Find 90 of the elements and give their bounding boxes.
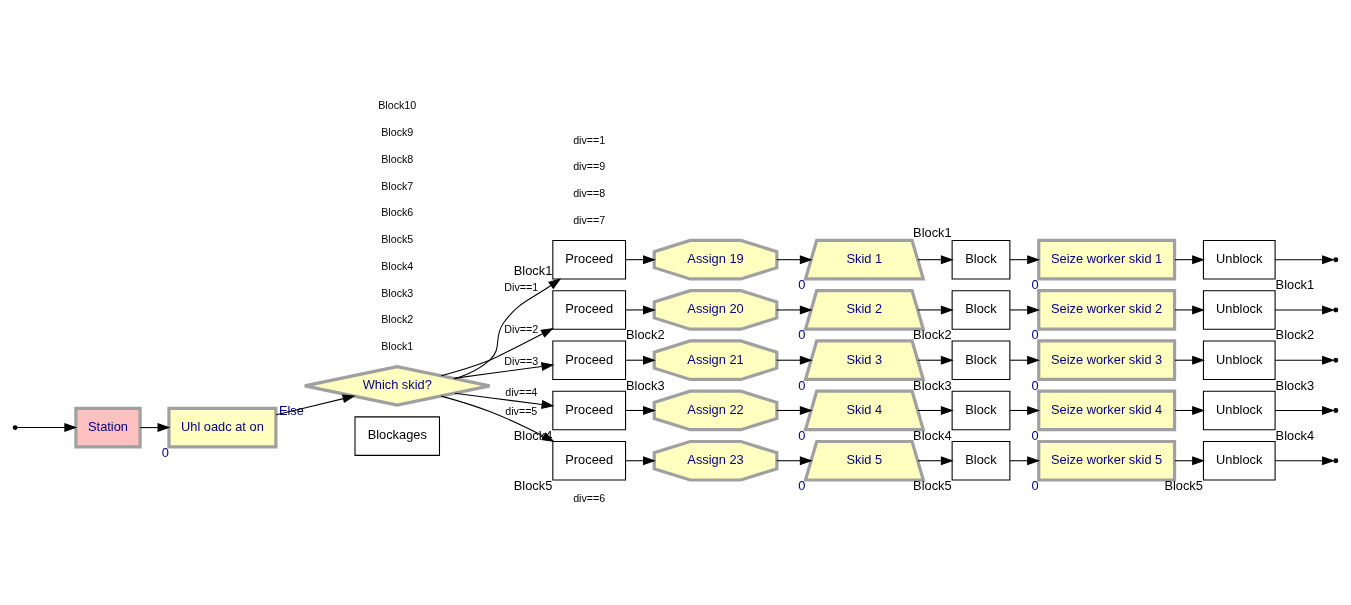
- node-label: 0: [1031, 477, 1039, 493]
- node-box: Unblock: [1202, 339, 1276, 380]
- node-box: Proceed: [552, 239, 627, 279]
- node-box: Block: [951, 289, 1011, 330]
- arrow: [1274, 254, 1335, 264]
- label: Block6: [381, 205, 414, 218]
- label: Block8: [381, 152, 414, 165]
- arrow: [454, 277, 562, 379]
- node-box: Block: [951, 390, 1011, 430]
- arrow: [917, 355, 954, 365]
- label: Block7: [381, 179, 414, 192]
- label: div==1: [573, 133, 606, 146]
- node-box: Unblock: [1202, 440, 1276, 481]
- label: Block5: [381, 232, 414, 245]
- node-box: Proceed: [552, 339, 627, 380]
- node-label: 0: [1031, 427, 1039, 443]
- node-box: Station: [74, 406, 142, 448]
- node-label: Block5: [513, 477, 553, 493]
- node-label: Block1: [513, 262, 553, 278]
- edge-label: Div==1: [504, 280, 539, 293]
- arrow: [776, 254, 813, 264]
- arrow: [776, 405, 813, 415]
- arrow: [917, 405, 954, 415]
- node-box: Seize worker skid 3: [1037, 338, 1177, 381]
- arrow: [1274, 355, 1335, 365]
- node-label: 0: [798, 326, 806, 342]
- arrow: [776, 355, 813, 365]
- node-box: Block: [951, 239, 1011, 279]
- node-box: Unblock: [1202, 390, 1276, 430]
- arrow: [776, 304, 813, 314]
- node-label: 0: [1031, 276, 1039, 292]
- label: Block9: [381, 125, 414, 138]
- node-label: 0: [798, 276, 806, 292]
- node-box: Block: [951, 339, 1011, 380]
- node-label: 0: [161, 444, 169, 460]
- edge-label: div==4: [505, 385, 538, 397]
- node-box: Seize worker skid 2: [1037, 288, 1177, 331]
- arrow: [1174, 304, 1205, 314]
- node-label: 0: [1031, 377, 1039, 393]
- node-box: Seize worker skid 1: [1037, 238, 1177, 281]
- label: Block1: [381, 339, 414, 352]
- arrow: [917, 455, 954, 465]
- node-label: 0: [798, 477, 806, 493]
- node-box: Proceed: [552, 289, 627, 330]
- node-box: Seize worker skid 4: [1037, 389, 1177, 431]
- edge-label: div==5: [505, 404, 538, 417]
- node-label: 0: [798, 377, 806, 393]
- node-label: 0: [1031, 326, 1039, 342]
- label: Block4: [381, 259, 414, 272]
- node-box: Unblock: [1202, 289, 1276, 330]
- arrow: [1009, 405, 1040, 415]
- node-box: Proceed: [552, 390, 627, 430]
- label: div==8: [573, 186, 606, 199]
- arrow: [454, 392, 555, 409]
- arrow: [1274, 405, 1335, 415]
- node-box: Proceed: [552, 440, 627, 481]
- arrow: [1009, 254, 1041, 264]
- node-diamond: Which skid?: [303, 364, 492, 407]
- label: div==7: [573, 213, 606, 226]
- arrow: [16, 422, 78, 432]
- arrow: [1009, 304, 1041, 314]
- arrow: [917, 304, 954, 314]
- node-box: Seize worker skid 5: [1037, 439, 1177, 482]
- arrow: [440, 395, 555, 442]
- arrow: [1009, 355, 1040, 365]
- node-box: Block: [951, 440, 1011, 481]
- arrow: [453, 361, 555, 379]
- arrow: [917, 254, 954, 264]
- node-label: Block4: [1275, 427, 1315, 443]
- arrow: [1274, 455, 1335, 465]
- arrow: [1009, 455, 1040, 465]
- node-box: Blockages: [354, 415, 441, 456]
- node-label: Block2: [1275, 326, 1315, 342]
- label: div==6: [573, 491, 606, 504]
- arrow: [440, 327, 554, 376]
- node-box: Uhl oadc at on: [167, 406, 278, 448]
- node-label: Block1: [1275, 276, 1315, 292]
- label: Block3: [381, 286, 414, 299]
- edge-label: Div==2: [504, 322, 539, 335]
- label: div==9: [573, 159, 606, 172]
- arrow: [625, 304, 656, 314]
- node-box: Unblock: [1202, 239, 1276, 279]
- label: Block10: [378, 98, 417, 111]
- edge-label: Div==3: [504, 353, 539, 366]
- node-label: Block1: [913, 224, 952, 240]
- arrow: [1274, 304, 1335, 314]
- label: Block2: [381, 312, 414, 325]
- node-label: 0: [798, 427, 806, 443]
- arrow: [776, 455, 813, 465]
- node-label: Block3: [1275, 377, 1315, 393]
